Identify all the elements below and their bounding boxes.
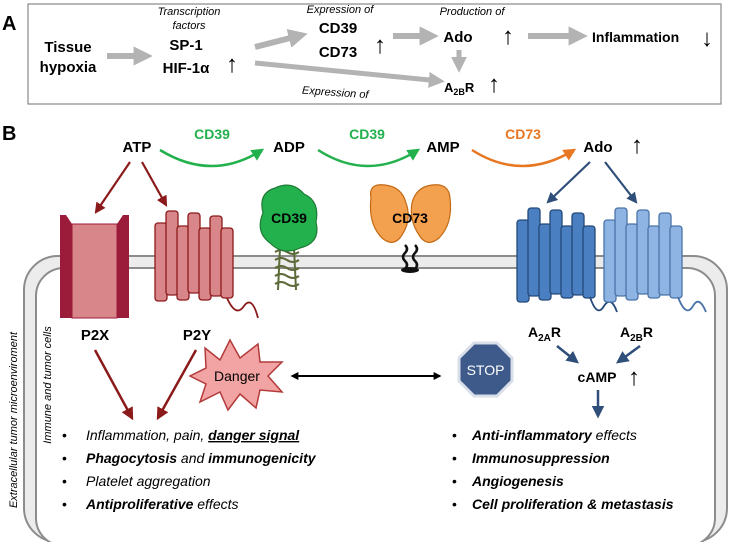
extracellular-label: Extracellular tumor microenviroment [8, 331, 20, 508]
left-effect-1: Inflammation, pain, danger signal [86, 427, 300, 443]
cd73-receptor-label: CD73 [392, 210, 428, 226]
immune-tumor-label: Immune and tumor cells [42, 326, 54, 444]
expression-caption: Expression of [307, 4, 375, 16]
enzyme-cd73: CD73 [505, 126, 541, 142]
arrow-ado-to-a2ar [546, 161, 591, 204]
right-bullet-3: • [452, 473, 457, 489]
arrow-p2y-to-effects [156, 349, 198, 421]
p2x-receptor [60, 215, 129, 319]
a2ar-receptor [516, 207, 618, 313]
atp-to-adp-arc [159, 148, 265, 168]
cd73-receptor [369, 184, 452, 273]
arrow-a2ar-to-camp [556, 345, 579, 364]
right-bullet-2: • [452, 450, 457, 466]
ado-up-arrow-b: ↑ [631, 132, 643, 159]
a2br-label-b: A2BR [620, 324, 653, 344]
inflammation-down-arrow: ↓ [701, 25, 713, 52]
cd39-label-a: CD39 [319, 20, 357, 37]
ado-label-a: Ado [443, 29, 472, 46]
tf-up-arrow: ↑ [226, 51, 238, 78]
cd39-receptor-label: CD39 [271, 210, 307, 226]
left-effects-list: • Inflammation, pain, danger signal • Ph… [62, 427, 317, 512]
arrow-p2x-to-effects [93, 349, 134, 421]
danger-burst [188, 338, 284, 412]
right-effect-2: Immunosuppression [472, 450, 610, 466]
atp-label: ATP [123, 139, 152, 156]
arrow-atp-to-p2y [141, 161, 168, 207]
p2x-label: P2X [81, 327, 109, 344]
tissue-hypoxia-line1: Tissue [44, 39, 91, 56]
p2y-label: P2Y [183, 327, 211, 344]
right-effect-4: Cell proliferation & metastasis [472, 496, 674, 512]
cd39-receptor [259, 184, 318, 291]
arrow-ado-to-a2br [604, 161, 638, 204]
left-effect-3: Platelet aggregation [86, 473, 211, 489]
production-caption: Production of [440, 6, 506, 18]
right-effect-1: Anti-inflammatory effects [471, 427, 637, 443]
right-effects-list: • Anti-inflammatory effects • Immunosupp… [452, 427, 674, 512]
left-effect-2: Phagocytosis and immunogenicity [86, 450, 317, 466]
expression-up-arrow: ↑ [374, 32, 386, 59]
left-bullet-2: • [62, 450, 67, 466]
camp-up-arrow: ↑ [628, 364, 640, 391]
tf-caption-line2: factors [172, 20, 206, 32]
left-bullet-1: • [62, 427, 67, 443]
left-bullet-4: • [62, 496, 67, 512]
a2br-up-arrow-a: ↑ [488, 71, 500, 98]
a2ar-label-b: A2AR [528, 324, 561, 344]
arrow-tf-to-expression [254, 29, 308, 50]
amp-to-ado-arc [471, 148, 577, 168]
hif-label: HIF-1α [163, 60, 211, 77]
adp-label: ADP [273, 139, 305, 156]
left-effect-4: Antiproliferative effects [85, 496, 239, 512]
right-bullet-1: • [452, 427, 457, 443]
tf-caption-line1: Transcription [158, 6, 221, 18]
arrow-a2br-to-camp [615, 344, 641, 364]
amp-label: AMP [426, 139, 459, 156]
ado-up-arrow-a: ↑ [502, 23, 514, 50]
left-bullet-3: • [62, 473, 67, 489]
camp-label: cAMP [578, 369, 617, 385]
a2br-receptor [603, 207, 707, 313]
cell-membrane-inner [35, 267, 716, 542]
right-effect-3: Angiogenesis [471, 473, 564, 489]
expression-caption-lower: Expression of [302, 85, 370, 102]
enzyme-cd39-2: CD39 [349, 126, 385, 142]
sp1-label: SP-1 [169, 37, 202, 54]
adp-to-amp-arc [317, 148, 421, 168]
enzyme-cd39-1: CD39 [194, 126, 230, 142]
panel-a-box [27, 3, 722, 105]
stop-label: STOP [467, 362, 505, 378]
right-bullet-4: • [452, 496, 457, 512]
a2br-label-a: A2BR [444, 80, 475, 97]
cd73-label-a: CD73 [319, 44, 357, 61]
arrow-tf-to-a2br [254, 60, 445, 88]
panel-a-label: A [2, 13, 16, 35]
arrow-atp-to-p2x [94, 161, 131, 214]
stop-sign [457, 341, 514, 398]
ado-label-b: Ado [583, 139, 612, 156]
panel-b-label: B [2, 123, 16, 145]
p2y-receptor [154, 210, 259, 319]
inflammation-label: Inflammation [592, 29, 679, 45]
danger-label: Danger [214, 368, 260, 384]
tissue-hypoxia-line2: hypoxia [40, 59, 97, 76]
